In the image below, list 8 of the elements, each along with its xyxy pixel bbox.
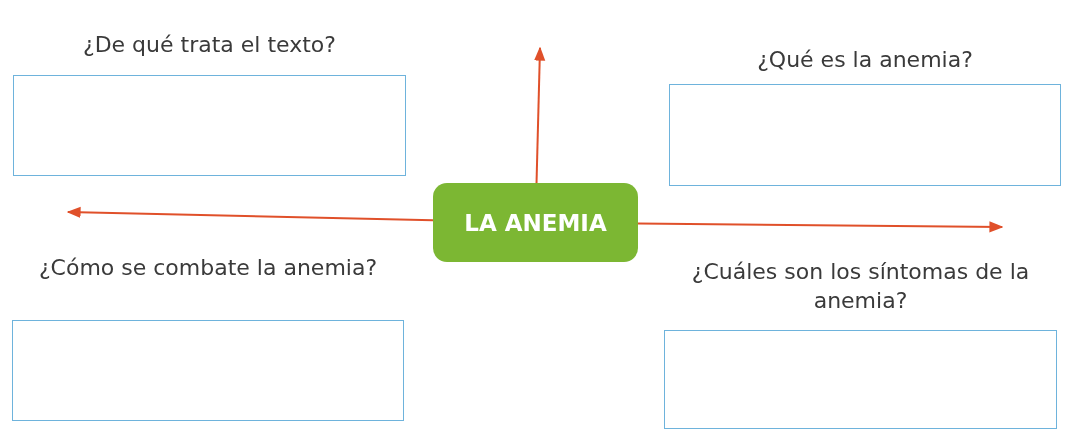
title-box: LA ANEMIA <box>433 183 638 262</box>
question-text: ¿De qué trata el texto? <box>81 31 337 59</box>
arrow <box>637 221 1004 233</box>
arrow <box>66 206 434 222</box>
question-text: ¿Cuáles son los síntomas de la anemia? <box>690 258 1031 315</box>
arrow <box>534 46 546 184</box>
question-text: ¿Qué es la anemia? <box>756 46 974 74</box>
question-text: ¿Cómo se combate la anemia? <box>37 254 379 282</box>
